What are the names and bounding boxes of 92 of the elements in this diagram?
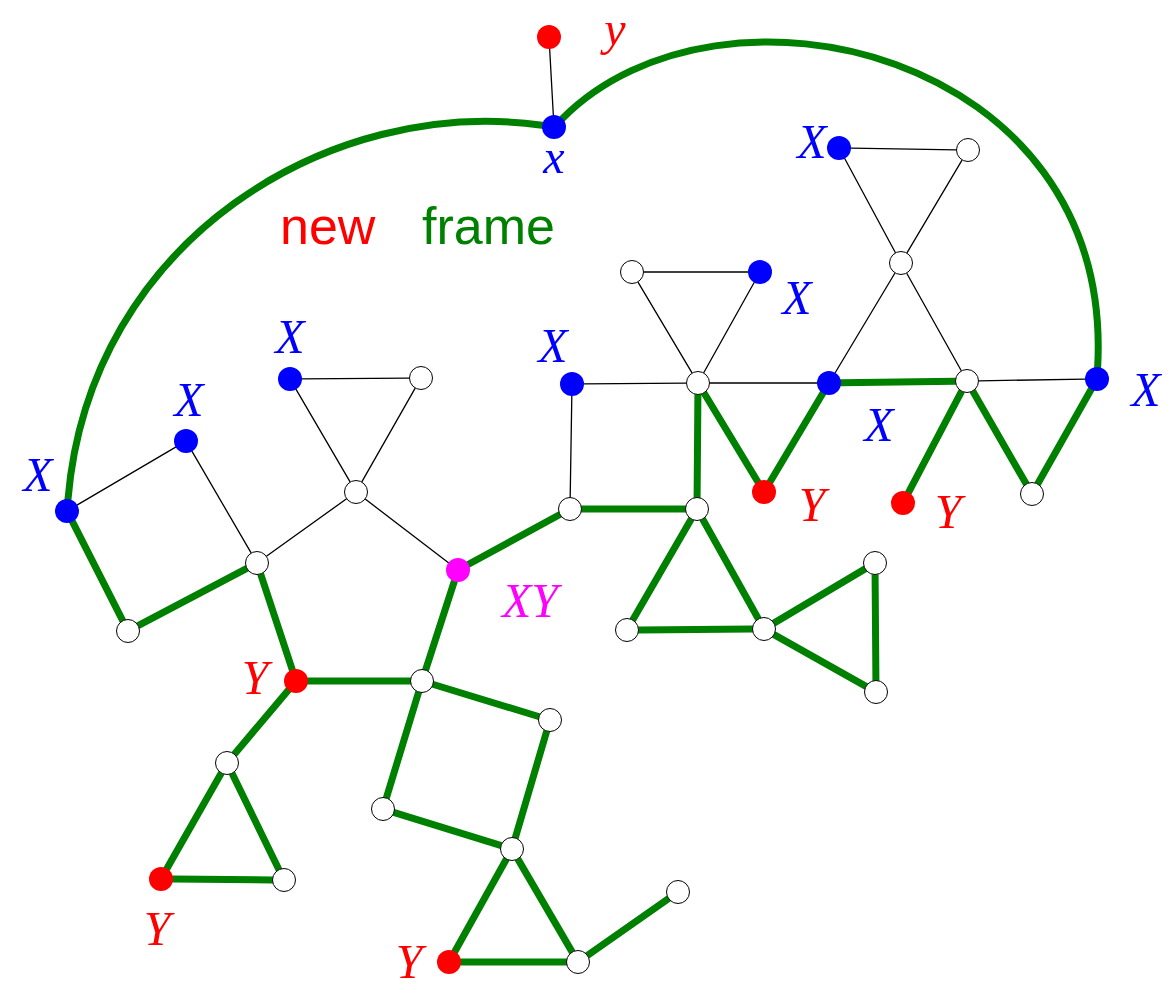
vertex	[245, 551, 269, 575]
vertex	[955, 369, 979, 393]
graph-edge	[770, 631, 870, 690]
graph-edge	[906, 159, 963, 254]
graph-edge	[969, 387, 1030, 488]
vertex	[500, 837, 524, 861]
graph-edge	[770, 565, 869, 627]
graph-edge	[850, 147, 957, 151]
graph-edge	[511, 728, 551, 841]
vertex	[215, 751, 239, 775]
graph-edge	[135, 565, 250, 629]
vertex	[817, 371, 841, 395]
graph-edge	[228, 770, 283, 873]
vertex	[537, 25, 561, 49]
vertex	[558, 497, 582, 521]
vertex	[542, 115, 566, 139]
graph-edge	[191, 450, 252, 554]
vertex	[174, 429, 198, 453]
graph-edge	[643, 271, 749, 273]
vertex	[685, 497, 709, 521]
graph-edge	[76, 446, 177, 506]
graph-edge	[364, 498, 450, 564]
graph-edge	[266, 498, 347, 557]
vertex	[863, 551, 887, 575]
vertex	[149, 867, 173, 891]
vertex-label: x	[543, 133, 565, 181]
vertex	[409, 366, 433, 390]
graph-edge	[1034, 385, 1095, 488]
vertex-label: X	[797, 118, 827, 166]
graph-edge	[383, 689, 422, 801]
graph-edge	[906, 272, 962, 372]
graph-edge	[451, 856, 510, 955]
graph-edge	[361, 387, 416, 483]
vertex-label: X	[864, 401, 894, 449]
vertex	[956, 138, 980, 162]
graph-edge	[583, 382, 687, 385]
vertex	[371, 797, 395, 821]
vertex	[666, 880, 690, 904]
graph-edge	[699, 516, 762, 622]
vertex-label: X	[1131, 366, 1161, 414]
vertex	[116, 619, 140, 643]
vertex	[827, 136, 851, 160]
vertex	[889, 251, 913, 275]
vertex	[891, 491, 915, 515]
vertex	[566, 950, 590, 974]
graph-edge	[301, 377, 410, 380]
vertex	[1085, 367, 1109, 391]
graph-edge	[430, 681, 542, 720]
vertex	[686, 371, 710, 395]
vertex-label: X	[174, 376, 204, 424]
vertex-label: X	[275, 313, 305, 361]
vertex-label: X	[23, 451, 53, 499]
graph-edge	[703, 281, 755, 374]
graph-edge	[766, 389, 827, 486]
graph-edge	[295, 388, 351, 483]
vertex	[344, 480, 368, 504]
vertex	[620, 260, 644, 284]
graph-edge	[549, 48, 554, 116]
vertex	[1020, 482, 1044, 506]
graph-edge	[514, 855, 576, 956]
vertex	[410, 669, 434, 693]
frame-label: frame	[422, 200, 555, 252]
graph-edge	[844, 157, 896, 254]
vertex-label: X	[782, 274, 812, 322]
vertex	[752, 480, 776, 504]
graph-edge	[584, 895, 672, 959]
graph-edge	[465, 511, 563, 568]
graph-edge	[569, 395, 573, 498]
graph-edge	[231, 686, 292, 758]
graph-edge	[68, 518, 127, 624]
graph-edge	[700, 389, 762, 486]
vertex	[55, 499, 79, 523]
graph-edge	[834, 272, 896, 374]
vertex	[284, 669, 308, 693]
vertex	[446, 558, 470, 582]
vertex	[748, 260, 772, 284]
graph-edge	[709, 382, 818, 384]
vertex	[437, 950, 461, 974]
vertex	[752, 617, 776, 641]
vertex	[560, 372, 584, 396]
vertex	[538, 708, 562, 732]
graph-edge	[629, 515, 695, 624]
graph-edge	[905, 388, 965, 496]
graph-edge	[163, 769, 225, 873]
vertex	[278, 367, 302, 391]
graph-edge	[978, 378, 1086, 382]
graph-edge	[637, 281, 693, 374]
vertex	[272, 868, 296, 892]
vertex-label: X	[538, 322, 568, 370]
vertex	[864, 680, 888, 704]
frame-label: new	[280, 200, 376, 252]
vertex	[615, 618, 639, 642]
